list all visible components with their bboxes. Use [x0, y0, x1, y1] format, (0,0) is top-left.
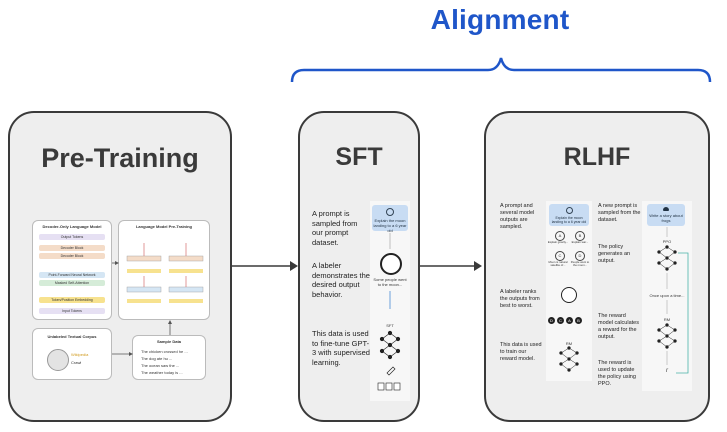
- rank-letter: A: [566, 317, 573, 324]
- rlhf-left-step: A prompt and several model outputs are s…: [500, 203, 535, 230]
- rm-network-icon: [559, 346, 579, 372]
- output-text: Once upon a time...: [649, 293, 685, 298]
- new-prompt-text: Write a story about frogs: [649, 213, 683, 223]
- rlhf-title: RLHF: [563, 143, 631, 171]
- rank-letter: D: [548, 317, 555, 324]
- ppo-network-icons: [657, 227, 689, 374]
- pretraining-title: Pre-Training: [41, 143, 199, 173]
- rank-letter: B: [575, 317, 582, 324]
- decoder-layer: Token/Position Embedding: [39, 297, 105, 303]
- option-letter: C: [555, 251, 565, 261]
- sft-model-label: SFT: [386, 323, 394, 328]
- sft-prompt-text: Explain the moon landing to a 6 year old: [373, 218, 407, 233]
- arrow-head-2: [474, 261, 482, 271]
- frog-icon: [663, 207, 669, 211]
- rlhf-right-step: The reward is used to update the policy …: [598, 360, 636, 387]
- decoder-layer: Input Tokens: [39, 308, 105, 314]
- option-letter: B: [575, 231, 585, 241]
- lm-card-title: Language Model Pre-Training: [135, 224, 192, 229]
- sample-line: The weather today is ...: [141, 370, 183, 375]
- alignment-bracket: [290, 57, 712, 83]
- corpus-title: Unlabeled Textual Corpus: [47, 334, 97, 339]
- rlhf-right-illustration: Write a story about frogs PPO Once upon …: [642, 201, 692, 391]
- new-prompt-box: Write a story about frogs: [647, 204, 685, 226]
- option-text: Explain war...: [571, 240, 589, 244]
- rlhf-panel: RLHF A prompt and several model outputs …: [484, 111, 710, 422]
- rlhf-right-step: The reward model calculates a reward for…: [598, 313, 639, 340]
- reward-label: r: [666, 368, 668, 374]
- option-letter: D: [575, 251, 585, 261]
- sft-illustration: Explain the moon landing to a 6 year old…: [370, 201, 410, 401]
- sft-answer-text: Some people went to the moon...: [373, 277, 407, 287]
- pencil-icon: [386, 366, 396, 376]
- sft-prompt-box: Explain the moon landing to a 6 year old: [372, 205, 408, 233]
- option-text: Moon is natural satellite of...: [548, 260, 568, 267]
- option-letter: A: [555, 231, 565, 241]
- sample-line: The chicken crossed he ...: [141, 349, 188, 354]
- wikipedia-globe-icon: [47, 349, 69, 371]
- rm-label: RM: [565, 341, 573, 346]
- sample-line: The ocean saw the ...: [141, 363, 180, 368]
- decoder-card: Decoder-Only Language Model Output Token…: [32, 220, 112, 320]
- ppo-feedback-loop: [676, 252, 689, 374]
- rank-prompt-icon: [565, 207, 573, 214]
- policy-label: PPO: [662, 239, 672, 244]
- corpus-card: Unlabeled Textual Corpus Wikipedia Crawl: [32, 328, 112, 380]
- pretraining-arrows: [112, 261, 172, 356]
- sft-step-text: A labeler demonstrates the desired outpu…: [312, 261, 370, 299]
- sft-panel: SFT A prompt is sampled from our prompt …: [298, 111, 420, 422]
- sample-data-card: Sample Data The chicken crossed he ... T…: [132, 335, 206, 380]
- rlhf-right-step: The policy generates an output.: [598, 244, 631, 264]
- rank-prompt-text: Explain the moon landing to a 6 year old: [551, 216, 587, 224]
- sft-step-text: A prompt is sampled from our prompt data…: [312, 209, 358, 247]
- alignment-title: Alignment: [430, 4, 570, 35]
- sft-network-icon: [377, 233, 401, 391]
- lm-pretraining-card: Language Model Pre-Training: [118, 220, 210, 320]
- rlhf-left-step: This data is used to train our reward mo…: [500, 342, 542, 362]
- decoder-layer: Decoder Block: [39, 253, 105, 259]
- sample-title: Sample Data: [156, 339, 181, 344]
- decoder-layer: Output Tokens: [39, 234, 105, 240]
- option-text: Explain gravity...: [547, 240, 569, 244]
- lm-token-grid: [126, 243, 204, 303]
- decoder-layer: Masked Self-Attention: [39, 280, 105, 286]
- rlhf-right-step: A new prompt is sampled from the dataset…: [598, 203, 641, 223]
- sft-title: SFT: [335, 143, 383, 171]
- rank-prompt-box: Explain the moon landing to a 6 year old: [549, 204, 589, 226]
- rlhf-left-illustration: Explain the moon landing to a 6 year old…: [546, 201, 592, 381]
- ranker-avatar-icon: [561, 287, 577, 303]
- rank-letter: C: [557, 317, 564, 324]
- labeler-avatar-icon: [380, 253, 402, 275]
- pretraining-panel: Pre-Training Decoder-Only Language Model…: [8, 111, 232, 422]
- decoder-layer: Point-Forward Neural Network: [39, 272, 105, 278]
- arrow-head-1: [290, 261, 298, 271]
- sample-line: The dog ate hu ...: [141, 356, 173, 361]
- sft-step-text: This data is used to fine-tune GPT-3 wit…: [312, 329, 370, 367]
- option-text: People went to the moon...: [570, 260, 590, 267]
- rm-label-2: RM: [663, 317, 671, 322]
- rlhf-left-step: A labeler ranks the outputs from best to…: [500, 289, 540, 309]
- decoder-layer: Decoder Block: [39, 245, 105, 251]
- data-stack-icon: [377, 382, 385, 391]
- sft-prompt-icon: [386, 208, 394, 216]
- corpus-logo-sub: Crawl: [71, 360, 82, 365]
- decoder-card-title: Decoder-Only Language Model: [42, 224, 102, 229]
- corpus-logo-text: Wikipedia: [71, 352, 89, 357]
